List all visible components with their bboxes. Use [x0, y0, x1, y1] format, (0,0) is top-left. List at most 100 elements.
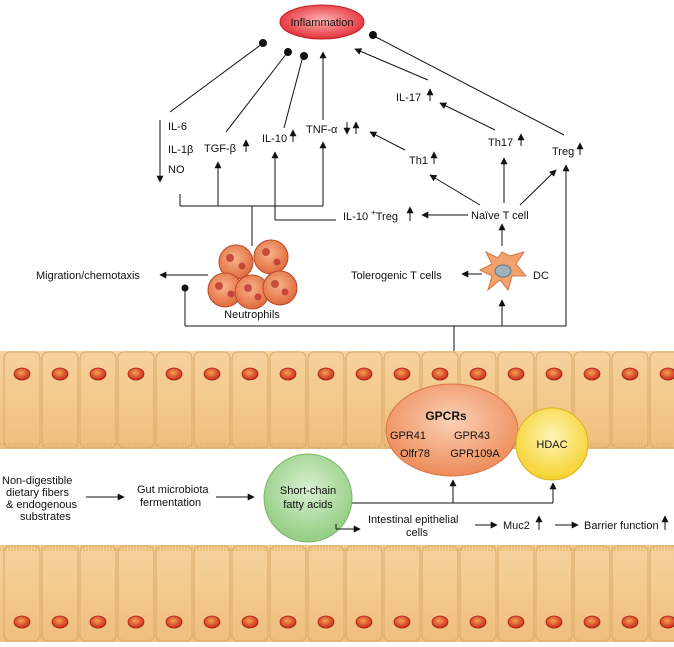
naive-to-th1-arrow — [429, 174, 481, 206]
dc-cell-icon — [478, 250, 528, 292]
epithelial-nucleus — [203, 367, 221, 381]
epithelium-lower-layer — [0, 545, 674, 642]
signal-tree — [184, 164, 570, 351]
epithelial-nucleus — [621, 367, 639, 381]
inflammation-node — [279, 4, 365, 40]
epithelial-nucleus — [355, 367, 373, 381]
neutrophil-cell — [262, 270, 298, 306]
epithelial-cell — [421, 545, 459, 642]
fibers-label-1: Non-digestible — [2, 475, 72, 487]
epithelial-nucleus — [545, 615, 563, 629]
hdac-label: HDAC — [536, 439, 567, 451]
il1b-label: IL-1β — [168, 144, 193, 156]
treg-inhibition-dot — [369, 31, 377, 39]
epithelial-nucleus — [127, 367, 145, 381]
gpr43-label: GPR43 — [454, 430, 490, 442]
gpr109a-label: GPR109A — [450, 448, 500, 460]
epithelial-nucleus — [317, 615, 335, 629]
barrier-label: Barrier function — [584, 520, 659, 532]
epithelial-nucleus — [89, 367, 107, 381]
scfa-label-1: Short-chain — [280, 485, 336, 497]
scfa-label-2: fatty acids — [283, 499, 333, 511]
epithelial-nucleus — [659, 367, 674, 381]
epithelial-nucleus — [165, 615, 183, 629]
epithelial-nucleus — [545, 367, 563, 381]
epithelial-nucleus — [659, 615, 674, 629]
epithelial-cell — [231, 351, 269, 449]
tgfb-inhibition-dot — [284, 48, 292, 56]
il6-label: IL-6 — [168, 121, 187, 133]
epithelial-cell — [41, 351, 79, 449]
th1-to-tnfa-arrow — [369, 131, 406, 151]
epithelial-nucleus — [241, 615, 259, 629]
epithelial-nucleus — [507, 615, 525, 629]
epithelial-nucleus — [89, 615, 107, 629]
epithelial-cell — [307, 351, 345, 449]
epithelial-nucleus — [469, 367, 487, 381]
neutrophils-label: Neutrophils — [224, 309, 280, 321]
epithelial-nucleus — [431, 367, 449, 381]
epithelial-nucleus — [279, 367, 297, 381]
epithelial-nucleus — [127, 615, 145, 629]
migration-label: Migration/chemotaxis — [36, 270, 140, 282]
th1-label: Th1 — [409, 155, 428, 167]
neutrophils-cluster — [207, 239, 298, 310]
epithelial-cell — [193, 545, 231, 642]
olfr78-label: Olfr78 — [400, 448, 430, 460]
epithelial-nucleus — [431, 615, 449, 629]
epithelial-cell — [269, 351, 307, 449]
epithelial-cell — [79, 545, 117, 642]
gpcr-title: GPCRs — [425, 409, 467, 423]
epithelial-nucleus — [393, 615, 411, 629]
il6-inhibition-dot — [259, 39, 267, 47]
epithelial-cell — [117, 545, 155, 642]
epithelial-nucleus — [51, 367, 69, 381]
neutrophil-inhibit-dot — [181, 284, 189, 292]
epithelial-cell — [535, 545, 573, 642]
iec-label-1: Intestinal epithelial — [368, 514, 459, 526]
gpcr-node — [385, 383, 519, 477]
naive-to-treg-arrow — [519, 169, 557, 206]
epithelial-cell — [345, 351, 383, 449]
epithelial-cell — [611, 351, 649, 449]
fermentation-label-2: fermentation — [140, 497, 201, 509]
epithelial-cell — [3, 351, 41, 449]
fibers-label-4: substrates — [20, 511, 71, 523]
epithelial-nucleus — [621, 615, 639, 629]
epithelial-cell — [231, 545, 269, 642]
il10-treg-label: IL-10+Treg — [343, 208, 398, 223]
epithelial-cell — [155, 351, 193, 449]
inhibition-lines — [169, 31, 565, 136]
epithelial-cell — [345, 545, 383, 642]
il10-inhibition-dot — [300, 52, 308, 60]
brush-border — [0, 545, 673, 551]
epithelial-nucleus — [355, 615, 373, 629]
epithelial-nucleus — [241, 367, 259, 381]
tgfb-inhibition-line — [225, 52, 288, 133]
muc2-label: Muc2 — [503, 520, 530, 532]
epithelial-nucleus — [51, 615, 69, 629]
il10-inhibition-line — [283, 55, 304, 129]
il10-label: IL-10 — [262, 133, 287, 145]
epithelial-nucleus — [583, 615, 601, 629]
epithelial-nucleus — [317, 367, 335, 381]
epithelial-nucleus — [165, 367, 183, 381]
epithelial-cell — [573, 351, 611, 449]
naive-t-cell-label: Naïve T cell — [471, 210, 529, 222]
neutrophil-output-tree — [179, 141, 336, 246]
treg-inhibition-line — [373, 35, 565, 136]
il6-inhibition-line — [169, 43, 263, 113]
neutrophil-cell — [253, 239, 289, 275]
epithelial-cell — [459, 545, 497, 642]
epithelial-nucleus — [13, 615, 31, 629]
fermentation-label-1: Gut microbiota — [137, 484, 209, 496]
tgfb-label: TGF-β — [204, 143, 236, 155]
epithelial-cell — [3, 545, 41, 642]
il17-label: IL-17 — [396, 92, 421, 104]
epithelial-nucleus — [203, 615, 221, 629]
tnfa-label: TNF-α — [306, 124, 338, 136]
activation-arrows — [319, 48, 557, 278]
epithelial-nucleus — [279, 615, 297, 629]
